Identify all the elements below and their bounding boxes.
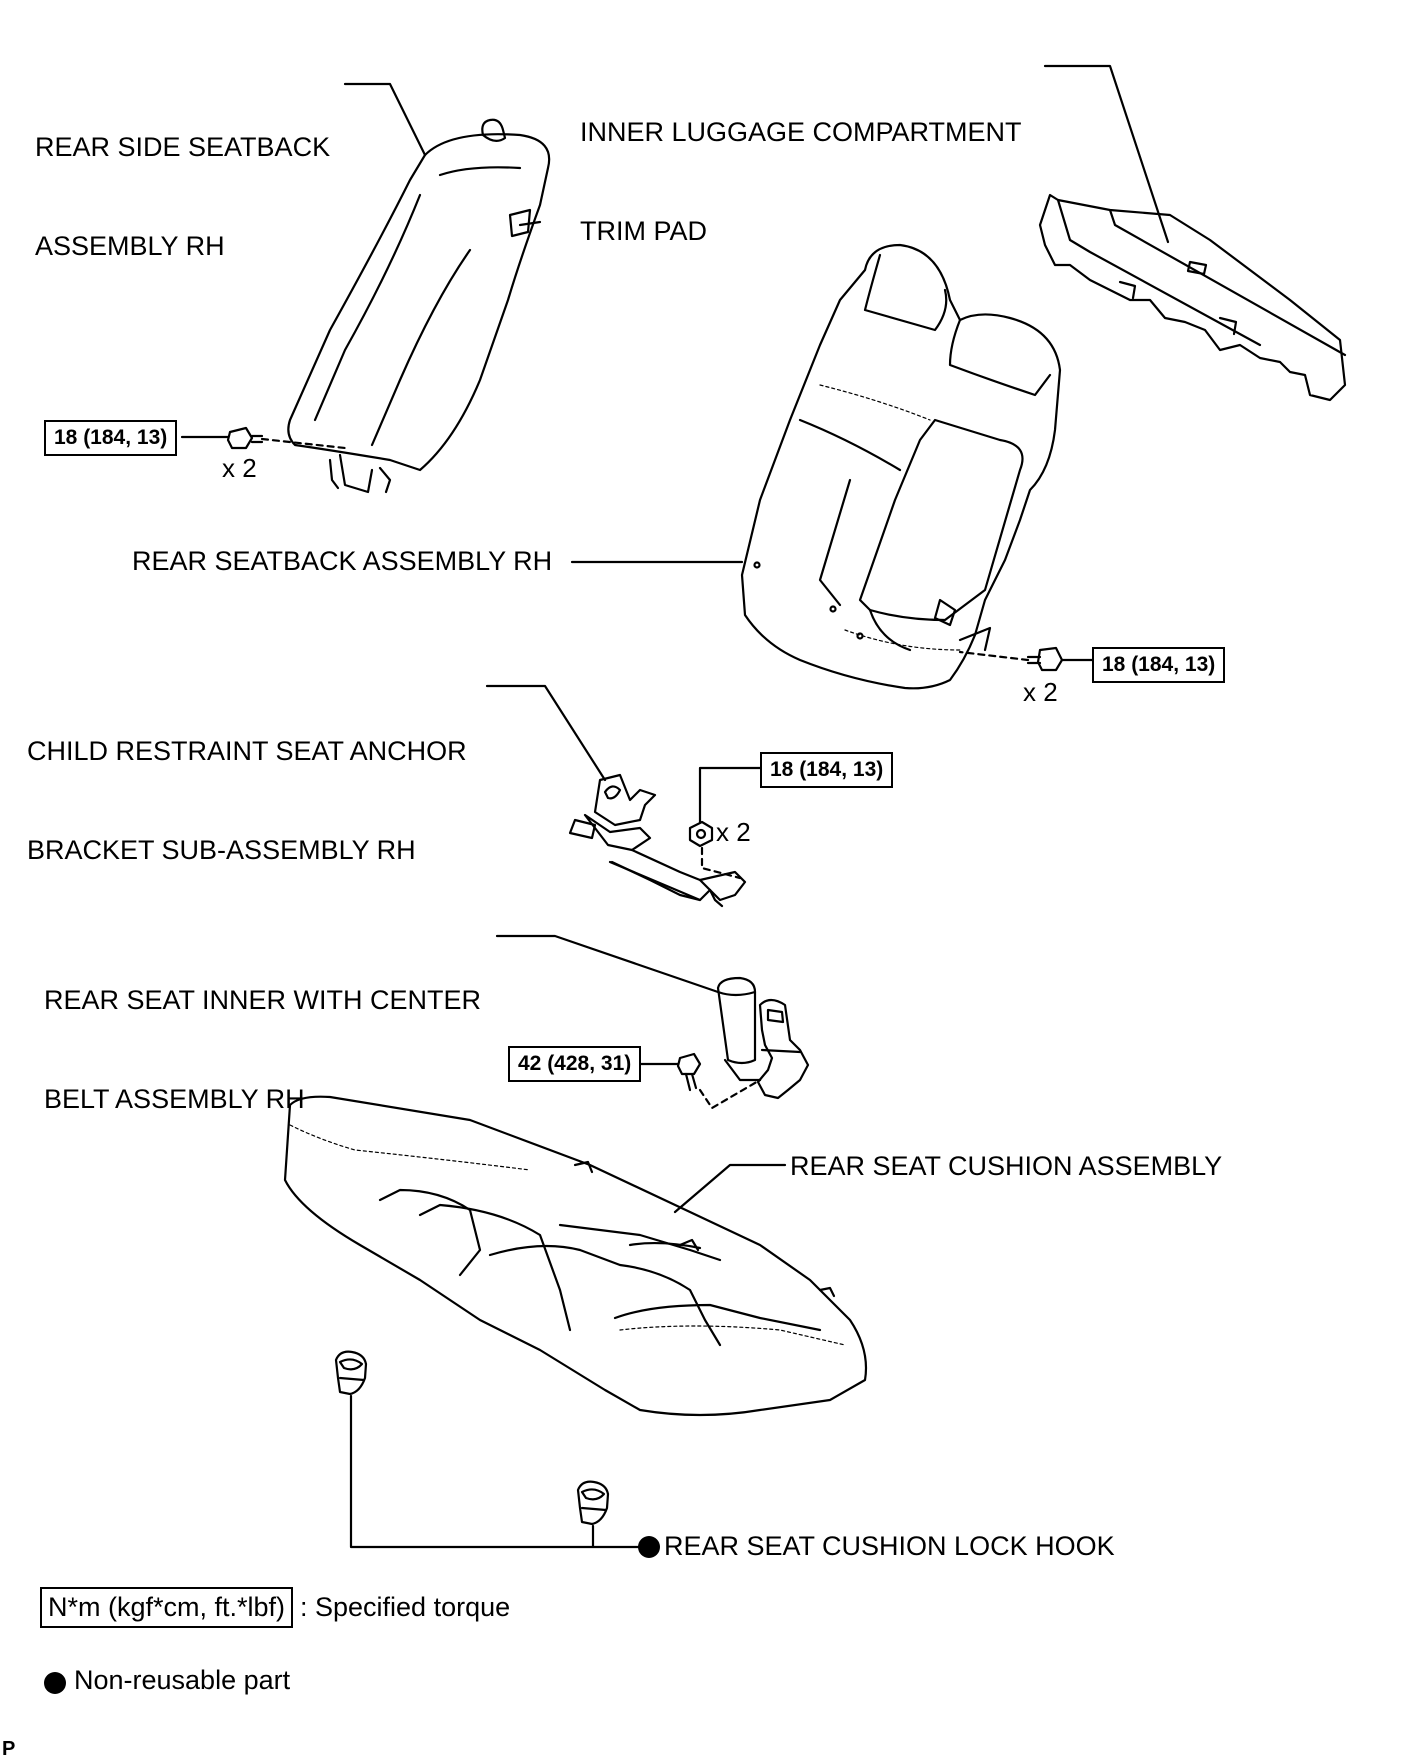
side-seatback-bolt [226, 426, 264, 450]
center-belt-part [716, 976, 810, 1100]
child-restraint-bracket-part [568, 773, 747, 908]
anchor-bracket-nut-dash [700, 846, 742, 880]
rear-side-seatback-part [287, 118, 551, 494]
side-seatback-bolt-dash [260, 437, 347, 450]
torque-side-seatback: 18 (184, 13) [44, 420, 178, 456]
torque-anchor-bracket: 18 (184, 13) [760, 752, 894, 788]
label-line: REAR SIDE SEATBACK [35, 132, 331, 162]
lock-hook-right [576, 1480, 610, 1526]
seatback-bolt [1026, 646, 1064, 672]
torque-center-belt: 42 (428, 31) [508, 1046, 642, 1082]
anchor-bracket-nut [688, 820, 714, 848]
center-belt-bolt-dash [698, 1078, 762, 1110]
legend-non-reusable: Non-reusable part [74, 1665, 291, 1695]
legend-torque-unit: N*m (kgf*cm, ft.*lbf) [40, 1587, 294, 1628]
label-lock-hook: REAR SEAT CUSHION LOCK HOOK [664, 1531, 1115, 1561]
label-rear-seat-cushion: REAR SEAT CUSHION ASSEMBLY [790, 1151, 1223, 1181]
lock-hook-left [334, 1350, 368, 1396]
qty-seatback: x 2 [1023, 677, 1058, 707]
qty-anchor-bracket: x 2 [716, 817, 751, 847]
label-line: REAR SEAT INNER WITH CENTER [44, 985, 482, 1015]
rear-seat-cushion-part [283, 1095, 868, 1417]
center-belt-leader [495, 934, 720, 994]
seatback-bolt-dash [958, 650, 1030, 662]
label-line: TRIM PAD [580, 216, 707, 246]
label-center-belt: REAR SEAT INNER WITH CENTER BELT ASSEMBL… [44, 918, 481, 1149]
label-rear-side-seatback: REAR SIDE SEATBACK ASSEMBLY RH [35, 65, 330, 296]
anchor-bracket-torque-leader [698, 766, 762, 824]
label-inner-luggage-trim-pad: INNER LUGGAGE COMPARTMENT TRIM PAD [580, 50, 1022, 281]
qty-side-seatback: x 2 [222, 453, 257, 483]
torque-seatback: 18 (184, 13) [1092, 647, 1226, 683]
corner-mark: P [2, 1738, 16, 1760]
child-restraint-leader [485, 684, 607, 782]
side-seatback-leader [343, 82, 427, 157]
inner-luggage-leader [1043, 64, 1170, 244]
inner-luggage-trim-pad-part [1038, 193, 1347, 402]
label-line: INNER LUGGAGE COMPARTMENT [580, 117, 1022, 147]
rear-seat-cushion-leader [673, 1163, 787, 1214]
rear-seatback-part [740, 243, 1062, 690]
label-line: BELT ASSEMBLY RH [44, 1084, 305, 1114]
label-rear-seatback: REAR SEATBACK ASSEMBLY RH [132, 546, 553, 576]
legend-non-reusable-dot [44, 1672, 66, 1694]
label-line: ASSEMBLY RH [35, 231, 225, 261]
non-reusable-dot [638, 1536, 660, 1558]
label-line: BRACKET SUB-ASSEMBLY RH [27, 835, 416, 865]
lock-hook-leader [349, 1394, 642, 1549]
center-belt-bolt [676, 1052, 702, 1092]
label-line: CHILD RESTRAINT SEAT ANCHOR [27, 736, 467, 766]
label-child-restraint-bracket: CHILD RESTRAINT SEAT ANCHOR BRACKET SUB-… [27, 669, 467, 900]
legend-torque-desc: : Specified torque [300, 1592, 511, 1622]
